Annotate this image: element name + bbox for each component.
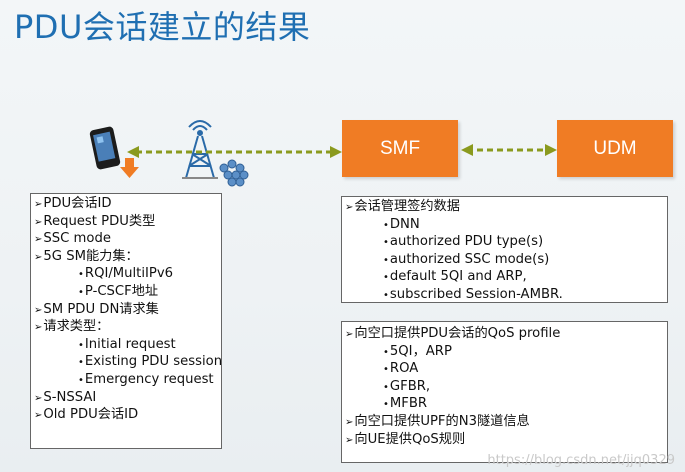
right-bottom-panel-item: •GFBR,: [345, 379, 667, 397]
dot-bullet-icon: •: [383, 219, 389, 231]
left-panel-item: •Initial request: [34, 337, 221, 355]
qos-info-panel: ➢向空口提供PDU会话的QoS profile•5QI，ARP•ROA•GFBR…: [341, 321, 668, 463]
antenna-tower-icon: [182, 120, 218, 179]
item-text: Old PDU会话ID: [43, 407, 139, 423]
item-text: authorized PDU type(s): [389, 234, 544, 250]
dot-bullet-icon: •: [78, 357, 84, 369]
watermark: https://blog.csdn.net/jjq0329: [487, 453, 675, 468]
dot-bullet-icon: •: [383, 399, 389, 411]
dot-bullet-icon: •: [383, 272, 389, 284]
item-text: 向空口提供PDU会话的QoS profile: [354, 326, 561, 341]
right-bottom-panel-item: •5QI，ARP: [345, 344, 667, 362]
arrow-bullet-icon: ➢: [34, 251, 43, 263]
right-top-panel-item: •DNN: [345, 217, 667, 235]
right-top-panel-item: •default 5QI and ARP,: [345, 269, 667, 287]
right-bottom-panel-item: •MFBR: [345, 396, 667, 414]
left-panel-item: ➢S-NSSAI: [34, 390, 221, 408]
item-text: DNN: [389, 216, 420, 232]
dot-bullet-icon: •: [383, 381, 389, 393]
dot-bullet-icon: •: [78, 374, 84, 386]
dashed-arrow-ue-smf: [127, 146, 342, 158]
left-panel-item: •P-CSCF地址: [34, 284, 221, 302]
arrow-bullet-icon: ➢: [34, 392, 43, 404]
dot-bullet-icon: •: [383, 254, 389, 266]
item-text: default 5QI and ARP,: [389, 269, 527, 285]
right-bottom-panel-item: ➢向空口提供PDU会话的QoS profile: [345, 326, 667, 344]
left-panel-item: •Existing PDU session: [34, 354, 223, 372]
item-text: ROA: [389, 361, 419, 377]
dot-bullet-icon: •: [78, 339, 84, 351]
left-panel-item: •Emergency request: [34, 372, 221, 390]
arrow-bullet-icon: ➢: [34, 304, 43, 316]
item-text: 5G SM能力集：: [43, 248, 139, 264]
item-text: 会话管理签约数据: [354, 199, 460, 214]
left-panel-item: ➢SSC mode: [34, 231, 221, 249]
dot-bullet-icon: •: [78, 286, 84, 298]
right-bottom-panel-item: ➢向UE提供QoS规则: [345, 432, 667, 450]
item-text: Request PDU类型: [43, 213, 156, 229]
udm-node: UDM: [557, 120, 673, 177]
arrow-bullet-icon: ➢: [34, 322, 43, 334]
arrow-bullet-icon: ➢: [34, 199, 43, 210]
left-panel-item: ➢SM PDU DN请求集: [34, 302, 221, 320]
dot-bullet-icon: •: [383, 289, 389, 301]
dot-bullet-icon: •: [383, 346, 389, 358]
subscription-data-panel: ➢会话管理签约数据•DNN•authorized PDU type(s)•aut…: [341, 196, 668, 303]
left-panel-item: ➢请求类型：: [34, 319, 221, 337]
right-bottom-panel-item: •ROA: [345, 361, 667, 379]
arrow-bullet-icon: ➢: [345, 329, 354, 340]
item-text: PDU会话ID: [43, 196, 112, 211]
item-text: 向UE提供QoS规则: [354, 431, 466, 447]
item-text: MFBR: [389, 396, 428, 412]
arrow-bullet-icon: ➢: [34, 216, 43, 228]
right-top-panel-item: •authorized PDU type(s): [345, 234, 667, 252]
arrow-bullet-icon: ➢: [345, 416, 354, 428]
arrow-bullet-icon: ➢: [345, 434, 354, 446]
item-text: S-NSSAI: [43, 389, 97, 405]
dot-bullet-icon: •: [383, 237, 389, 249]
smf-node: SMF: [342, 120, 458, 177]
item-text: Initial request: [84, 336, 176, 352]
item-text: SM PDU DN请求集: [43, 301, 159, 317]
right-bottom-panel-item: ➢向空口提供UPF的N3隧道信息: [345, 414, 667, 432]
left-panel-item: ➢5G SM能力集：: [34, 249, 221, 267]
page-title: PDU会话建立的结果: [14, 8, 311, 46]
dot-bullet-icon: •: [78, 269, 84, 281]
arrow-bullet-icon: ➢: [34, 234, 43, 246]
left-panel-item: ➢Request PDU类型: [34, 214, 221, 232]
dashed-arrow-smf-udm: [461, 144, 557, 156]
dot-bullet-icon: •: [383, 364, 389, 376]
item-text: SSC mode: [43, 231, 111, 247]
item-text: 5QI，ARP: [389, 343, 452, 359]
item-text: Emergency request: [84, 371, 214, 387]
ue-request-panel: ➢PDU会话ID➢Request PDU类型➢SSC mode➢5G SM能力集…: [30, 193, 222, 449]
right-top-panel-item: •authorized SSC mode(s): [345, 252, 667, 270]
phone-icon: [89, 126, 121, 170]
item-text: GFBR,: [389, 378, 431, 394]
arrow-bullet-icon: ➢: [345, 202, 354, 213]
down-arrow-icon: [120, 158, 139, 178]
item-text: subscribed Session-AMBR.: [389, 286, 563, 302]
left-panel-item: ➢Old PDU会话ID: [34, 407, 221, 425]
item-text: authorized SSC mode(s): [389, 251, 550, 267]
item-text: 向空口提供UPF的N3隧道信息: [354, 413, 530, 429]
cell-cluster-icon: [219, 159, 249, 187]
item-text: Existing PDU session: [84, 354, 223, 370]
arrow-bullet-icon: ➢: [34, 410, 43, 422]
item-text: P-CSCF地址: [84, 283, 159, 299]
item-text: RQI/MultiIPv6: [84, 266, 174, 282]
item-text: 请求类型：: [43, 319, 110, 335]
left-panel-item: •RQI/MultiIPv6: [34, 266, 221, 284]
right-top-panel-item: ➢会话管理签约数据: [345, 199, 667, 217]
right-top-panel-item: •subscribed Session-AMBR.: [345, 287, 667, 305]
left-panel-item: ➢PDU会话ID: [34, 196, 221, 214]
